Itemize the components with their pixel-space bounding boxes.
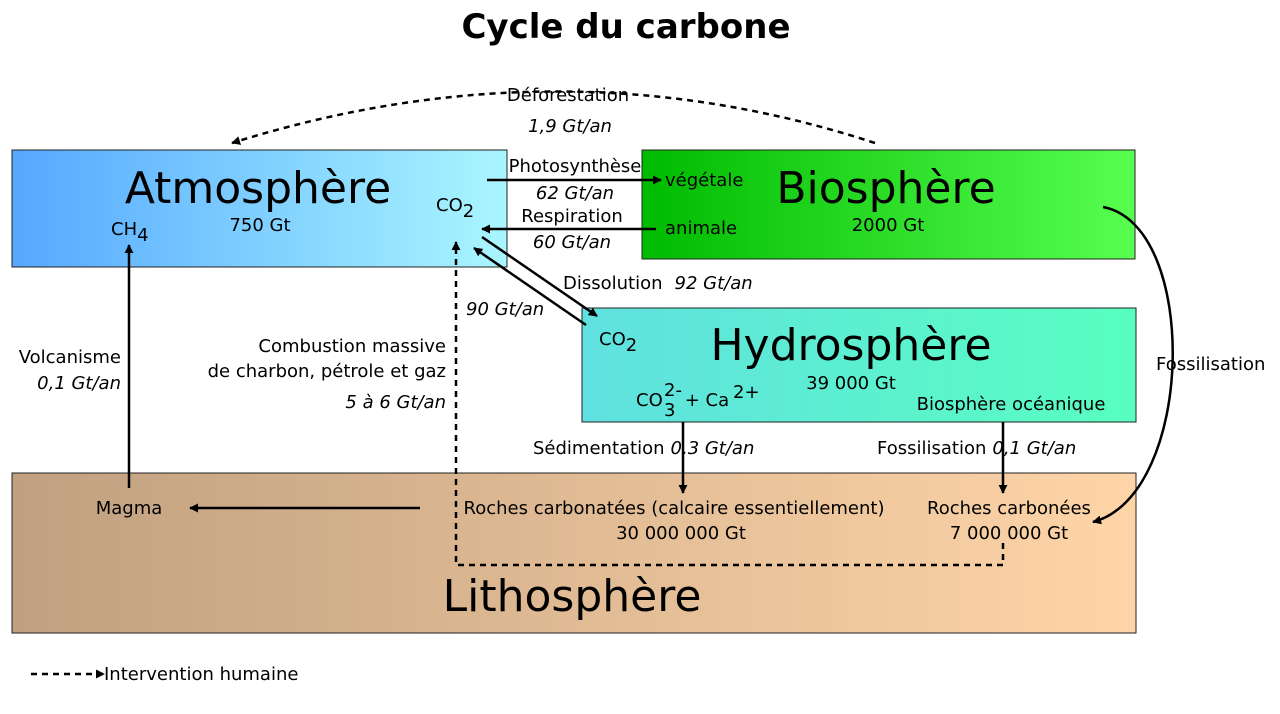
- atmosphere-title: Atmosphère: [125, 163, 391, 214]
- hydrosphere-box: [581, 307, 1137, 423]
- fossilisation-arrow: [1092, 205, 1174, 525]
- biosphere-vegetale: végétale: [665, 170, 743, 191]
- lithosphere-roches-carbonatees: Roches carbonatées (calcaire essentielle…: [464, 498, 885, 519]
- combustion-label-line2: de charbon, pétrole et gaz: [208, 361, 446, 382]
- atmosphere-ch4: CH4: [111, 219, 149, 246]
- lithosphere-magma: Magma: [96, 498, 163, 519]
- deforestation-label: Déforestation: [507, 85, 629, 106]
- respiration-rate: 60 Gt/an: [533, 232, 611, 253]
- biosphere-stock: 2000 Gt: [852, 215, 925, 236]
- deforestation-rate: 1,9 Gt/an: [528, 116, 612, 137]
- lithosphere-roches-carbonees: Roches carbonées: [927, 498, 1091, 519]
- hydrosphere-stock: 39 000 Gt: [806, 373, 896, 394]
- legend-human-intervention: Intervention humaine: [104, 664, 298, 685]
- lithosphere-box: [11, 472, 1137, 634]
- biosphere-title: Biosphère: [776, 163, 995, 214]
- volcanisme-rate: 0,1 Gt/an: [37, 373, 121, 394]
- hydrosphere-title: Hydrosphère: [710, 320, 991, 371]
- combustion-rate: 5 à 6 Gt/an: [345, 392, 446, 413]
- lithosphere-title: Lithosphère: [443, 571, 702, 622]
- volcanisme-label: Volcanisme: [19, 347, 121, 368]
- combustion-label-line1: Combustion massive: [258, 336, 446, 357]
- atmosphere-co2: CO2: [436, 195, 474, 222]
- degassing-rate: 90 Gt/an: [466, 299, 544, 320]
- degassing-arrow: [473, 246, 587, 327]
- lithosphere-roches-carbonees-stock: 7 000 000 Gt: [950, 523, 1068, 544]
- dissolution-arrow: [481, 235, 598, 318]
- atmosphere-box: [11, 149, 508, 268]
- hydrosphere-biosphere-oceanique: Biosphère océanique: [917, 394, 1106, 415]
- atmosphere-stock: 750 Gt: [229, 215, 290, 236]
- photosynthese-label: Photosynthèse: [509, 156, 642, 177]
- deforestation-arrow: [231, 90, 876, 145]
- biosphere-box: [641, 149, 1136, 260]
- diagram-title: Cycle du carbone: [461, 7, 790, 47]
- biosphere-animale: animale: [665, 218, 737, 239]
- fossilisation-label: Fossilisation: [1156, 354, 1265, 375]
- photosynthese-rate: 62 Gt/an: [536, 183, 614, 204]
- respiration-label: Respiration: [521, 206, 623, 227]
- hydrosphere-co2: CO2: [599, 329, 637, 356]
- lithosphere-roches-carbonatees-stock: 30 000 000 Gt: [616, 523, 746, 544]
- combustion-arrow: [451, 241, 1005, 567]
